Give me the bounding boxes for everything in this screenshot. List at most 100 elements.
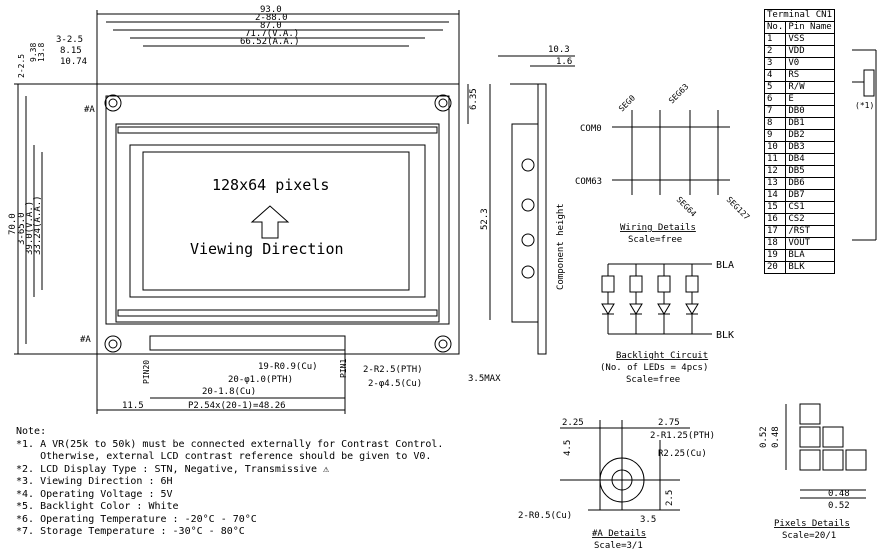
dim-87: 87.0 [260, 21, 282, 31]
pin-name: RS [785, 69, 836, 82]
pixel-details-title: Pixels Details [774, 519, 850, 529]
vr-symbol [852, 49, 877, 241]
pin-no: 13 [763, 177, 787, 190]
a-details-drawing [560, 420, 690, 511]
pin-name: VSS [785, 33, 836, 46]
pin-no: 10 [763, 141, 787, 154]
pin-name: R/W [785, 81, 836, 94]
pin-no: 5 [763, 81, 787, 94]
bla-label: BLA [716, 260, 734, 271]
pin-name: BLA [785, 249, 836, 262]
pin-name: /RST [785, 225, 836, 238]
pin-table-title: Terminal CN1 [763, 9, 836, 22]
dim-11-5: 11.5 [122, 401, 144, 411]
viewing-direction-arrow [250, 205, 290, 239]
px-dim-048-h: 0.48 [828, 489, 850, 499]
pin1-label: PIN1 [339, 359, 348, 378]
px-dim-048-v: 0.48 [771, 426, 781, 448]
a-dim-2-75: 2.75 [658, 418, 680, 428]
a-dim-r0-5: 2-R0.5(Cu) [518, 511, 572, 521]
notes-heading: Note: [16, 426, 47, 437]
pin-name: DB3 [785, 141, 836, 154]
note-line: *1. A VR(25k to 50k) must be connected e… [16, 438, 444, 450]
pin-no: 14 [763, 189, 787, 202]
pin-no: 1 [763, 33, 787, 46]
pin-name: DB0 [785, 105, 836, 118]
pin-name: VOUT [785, 237, 836, 250]
pin-row: 17/RST [763, 225, 836, 238]
dim-13-8: 13.8 [37, 43, 46, 62]
mount-hole-bl [104, 335, 122, 353]
dim-3-2-5: 3-2.5 [56, 35, 83, 45]
pin-no: 20 [763, 261, 787, 274]
viewing-direction-label: Viewing Direction [190, 240, 344, 258]
pin-name: VDD [785, 45, 836, 58]
pin-no: 12 [763, 165, 787, 178]
wiring-title: Wiring Details [620, 223, 696, 233]
dim-2-2-5: 2-2.5 [17, 54, 26, 78]
dim-9-38: 9.38 [29, 43, 38, 62]
pin-no: 4 [763, 69, 787, 82]
note-line: *3. Viewing Direction : 6H [16, 476, 173, 487]
dim-r2-5: 2-R2.5(PTH) [363, 365, 423, 375]
dim-pitch: P2.54x(20-1)=48.26 [188, 401, 286, 411]
dim-1-6: 1.6 [556, 57, 572, 67]
dim-65: 3-65.0 [17, 212, 27, 245]
backlight-circuit [601, 263, 712, 335]
dim-phi4-5: 2-φ4.5(Cu) [368, 379, 422, 389]
backlight-scale: Scale=free [626, 375, 680, 385]
wiring-diagram [612, 110, 730, 195]
pin-name: BLK [785, 261, 836, 274]
mark-a-top: #A [84, 105, 95, 115]
pin-no: 17 [763, 225, 787, 238]
blk-label: BLK [716, 330, 734, 341]
note-line: *4. Operating Voltage : 5V [16, 488, 173, 500]
pin-no: 19 [763, 249, 787, 262]
dim-70: 70.0 [8, 213, 18, 235]
pin-name: E [785, 93, 836, 106]
dim-pads: 19-R0.9(Cu) [258, 362, 318, 372]
pin-name: DB4 [785, 153, 836, 166]
pin-name: CS2 [785, 213, 836, 226]
a-dim-r1-25: 2-R1.25(PTH) [650, 431, 715, 441]
mount-hole-br [434, 335, 452, 353]
backlight-subtitle: (No. of LEDs = 4pcs) [600, 363, 708, 373]
dim-va-width: 71.7(V.A.) [245, 29, 299, 39]
note-line: *5. Backlight Color : White [16, 501, 179, 512]
dim-8-15: 8.15 [60, 46, 82, 56]
dim-10-3: 10.3 [548, 45, 570, 55]
pin-no: 11 [763, 153, 787, 166]
dim-6-35: 6.35 [469, 88, 479, 110]
display-size-label: 128x64 pixels [212, 176, 329, 194]
a-dim-2-25: 2.25 [562, 418, 584, 428]
pin-no: 18 [763, 237, 787, 250]
com0-label: COM0 [580, 124, 602, 134]
pin-no: 9 [763, 129, 787, 142]
pin-no: 6 [763, 93, 787, 106]
pin-name: CS1 [785, 201, 836, 214]
note-line: *2. LCD Display Type : STN, Negative, Tr… [16, 463, 330, 475]
side-view [498, 55, 575, 355]
pin-name: DB7 [785, 189, 836, 202]
pin-no: 7 [763, 105, 787, 118]
px-dim-052-h: 0.52 [828, 501, 850, 511]
pin-col-no: No. [763, 21, 787, 34]
pcb-outline [96, 83, 460, 355]
dim-aa-width: 66.52(A.A.) [240, 37, 300, 47]
pin-name: V0 [785, 57, 836, 70]
front-view [14, 10, 491, 414]
component-height-label: Component height [556, 203, 566, 290]
pixel-details-scale: Scale=20/1 [782, 531, 836, 541]
pin-no: 3 [763, 57, 787, 70]
dim-pth: 20-φ1.0(PTH) [228, 375, 293, 385]
